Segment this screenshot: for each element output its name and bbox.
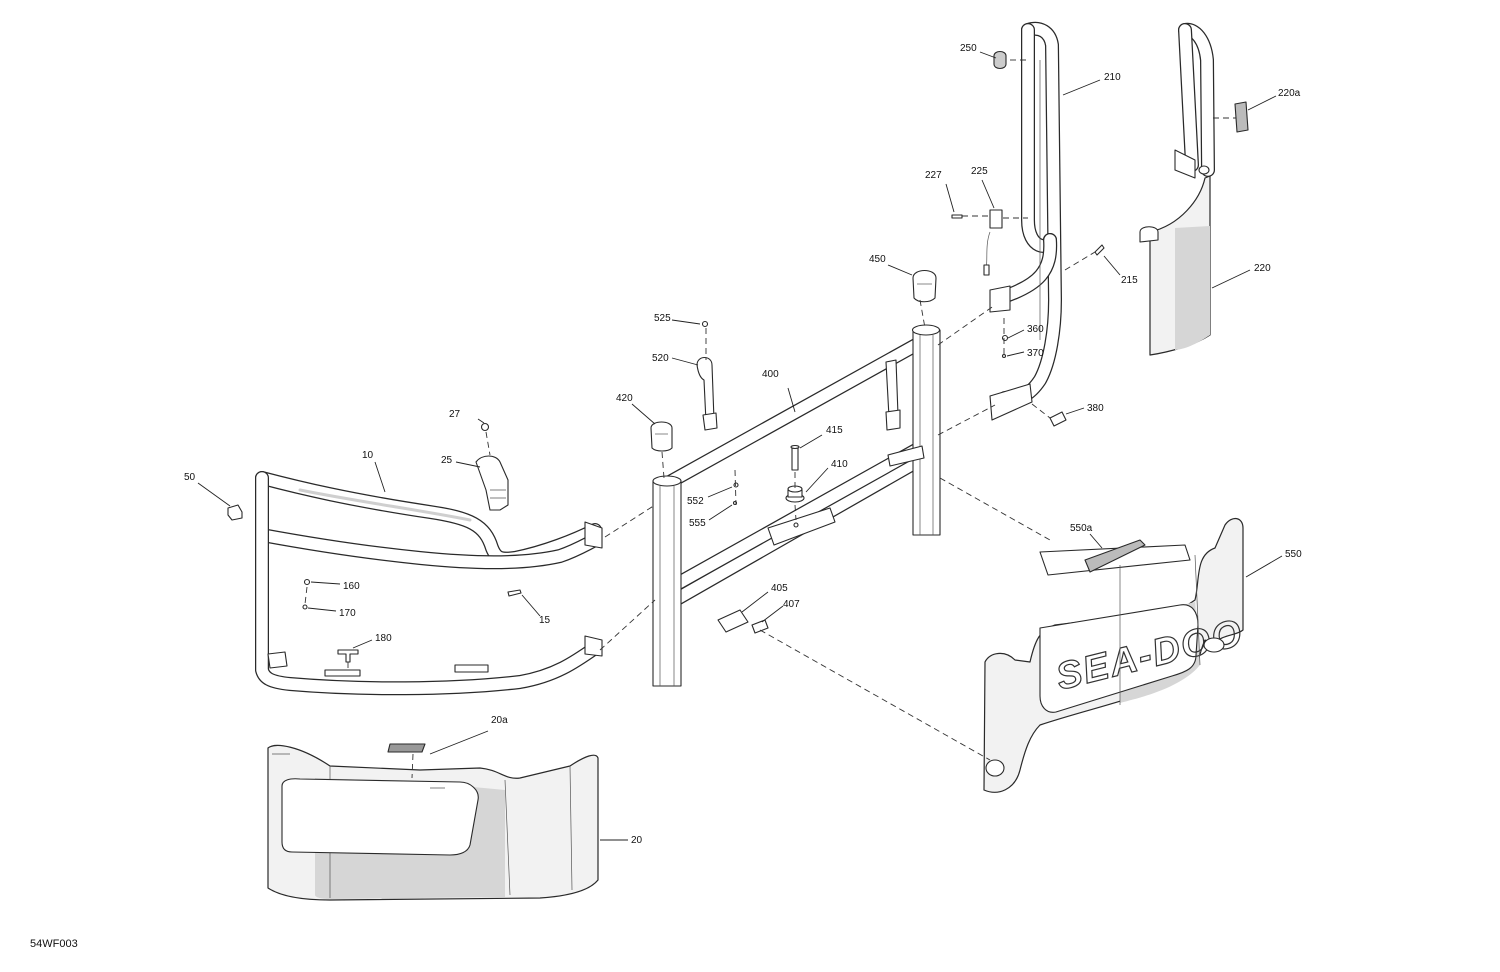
part-front-rail-frame <box>255 471 603 696</box>
callout-225: 225 <box>971 166 988 177</box>
part-415-bolt <box>790 444 800 471</box>
part-215-screw <box>1094 244 1105 256</box>
callout-220a: 220a <box>1278 88 1301 99</box>
callout-180: 180 <box>375 633 392 644</box>
part-180-clip <box>337 649 359 663</box>
callout-525: 525 <box>654 313 671 324</box>
callout-labels: 50 10 25 27 160 170 180 15 20a 20 420 52… <box>184 43 1302 846</box>
callout-400: 400 <box>762 369 779 380</box>
callout-520: 520 <box>652 353 669 364</box>
callout-15: 15 <box>539 615 551 626</box>
callout-27: 27 <box>449 409 461 420</box>
part-420-cap <box>650 421 673 452</box>
part-410-bushing <box>785 485 805 503</box>
part-50-cap <box>227 504 243 521</box>
callout-370: 370 <box>1027 348 1044 359</box>
callout-410: 410 <box>831 459 848 470</box>
assembly-center-lines <box>304 59 1236 779</box>
callout-leader-lines <box>197 51 1283 841</box>
callout-227: 227 <box>925 170 942 181</box>
callout-50: 50 <box>184 472 196 483</box>
callout-407: 407 <box>783 599 800 610</box>
part-360-washer <box>1001 334 1009 342</box>
part-225-clip <box>983 209 1003 276</box>
callout-360: 360 <box>1027 324 1044 335</box>
part-25-bracket <box>475 455 509 511</box>
callout-420: 420 <box>616 393 633 404</box>
part-407-pin <box>751 619 769 634</box>
callout-210: 210 <box>1104 72 1121 83</box>
part-frame-strap-right <box>885 359 901 431</box>
part-rear-panel: SEA-DOO <box>983 518 1248 793</box>
callout-450: 450 <box>869 254 886 265</box>
callout-10: 10 <box>362 450 374 461</box>
callout-555: 555 <box>689 518 706 529</box>
callout-550a: 550a <box>1070 523 1093 534</box>
part-170-screw <box>302 604 308 610</box>
callout-170: 170 <box>339 608 356 619</box>
callout-25: 25 <box>441 455 453 466</box>
part-450-cap <box>912 269 937 303</box>
part-15-screw <box>507 589 522 597</box>
part-370-screw <box>1001 353 1007 359</box>
callout-215: 215 <box>1121 275 1138 286</box>
part-27-screw <box>480 422 490 432</box>
figure-code: 54WF003 <box>30 938 78 950</box>
callout-250: 250 <box>960 43 977 54</box>
callout-220: 220 <box>1254 263 1271 274</box>
callout-405: 405 <box>771 583 788 594</box>
part-552-washer <box>733 482 739 488</box>
part-160-washer <box>303 578 311 586</box>
callout-552: 552 <box>687 496 704 507</box>
callout-550: 550 <box>1285 549 1302 560</box>
part-front-panel <box>267 743 599 901</box>
part-525-screw <box>701 320 709 328</box>
part-220a-patch <box>1234 101 1249 133</box>
part-250-bushing <box>993 50 1007 70</box>
part-520-strap <box>696 356 718 431</box>
part-rear-upright-rail <box>989 21 1062 421</box>
callout-20a: 20a <box>491 715 508 726</box>
part-405-sleeve <box>717 609 749 633</box>
part-center-frame <box>652 324 941 687</box>
callout-20: 20 <box>631 835 643 846</box>
part-380-pin <box>1049 411 1067 427</box>
callout-160: 160 <box>343 581 360 592</box>
callout-380: 380 <box>1087 403 1104 414</box>
part-227-screw <box>951 214 963 219</box>
part-side-panel <box>1139 22 1215 356</box>
callout-415: 415 <box>826 425 843 436</box>
